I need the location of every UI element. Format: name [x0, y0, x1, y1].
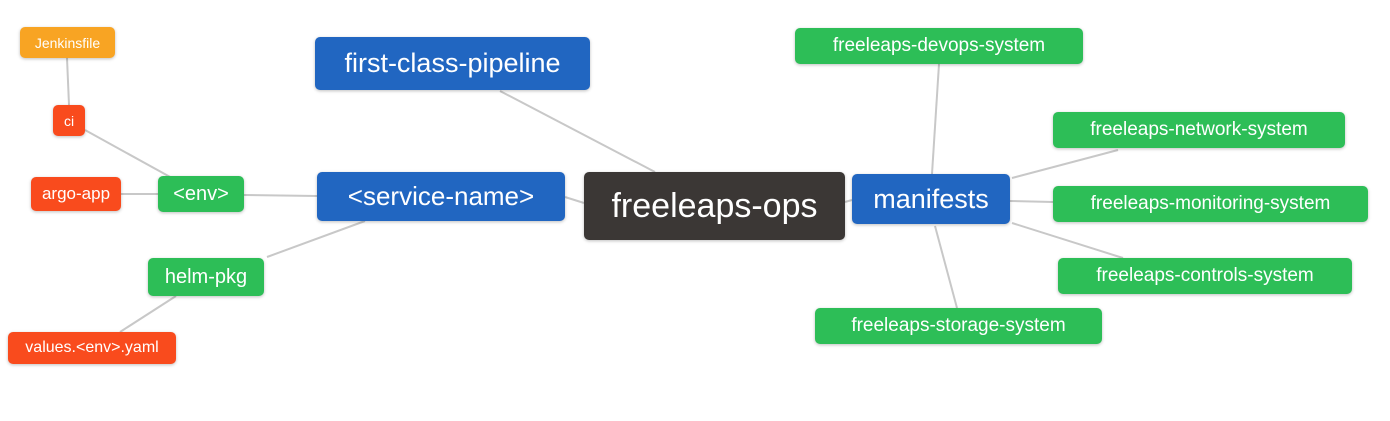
node-jenkinsfile[interactable]: Jenkinsfile [20, 27, 115, 58]
node-freeleaps-ops[interactable]: freeleaps-ops [584, 172, 845, 240]
node-values-env-yaml[interactable]: values.<env>.yaml [8, 332, 176, 364]
node-ci[interactable]: ci [53, 105, 85, 136]
node-argo-app[interactable]: argo-app [31, 177, 121, 211]
node-freeleaps-storage-system[interactable]: freeleaps-storage-system [815, 308, 1102, 344]
edge-manifests-controls-system [1011, 222, 1124, 259]
edge-jenkinsfile-ci [66, 57, 70, 106]
edge-manifests-devops-system [931, 63, 940, 175]
edge-manifests-network-system [1011, 149, 1119, 179]
node-first-class-pipeline[interactable]: first-class-pipeline [315, 37, 590, 90]
edge-service-name-helm-pkg [266, 220, 366, 258]
edge-first-class-pipeline-freeleaps-ops [499, 90, 656, 173]
node-env[interactable]: <env> [158, 176, 244, 212]
node-freeleaps-network-system[interactable]: freeleaps-network-system [1053, 112, 1345, 148]
edge-helm-pkg-values-env-yaml [119, 295, 177, 333]
node-manifests[interactable]: manifests [852, 174, 1010, 224]
edge-env-service-name [243, 194, 318, 197]
edge-service-name-freeleaps-ops [564, 196, 585, 204]
edge-manifests-monitoring-system [1009, 200, 1054, 203]
node-freeleaps-controls-system[interactable]: freeleaps-controls-system [1058, 258, 1352, 294]
edge-ci-env [84, 129, 173, 179]
node-service-name[interactable]: <service-name> [317, 172, 565, 221]
node-freeleaps-devops-system[interactable]: freeleaps-devops-system [795, 28, 1083, 64]
edge-freeleaps-ops-manifests [844, 199, 853, 203]
node-helm-pkg[interactable]: helm-pkg [148, 258, 264, 296]
edge-manifests-storage-system [934, 225, 958, 309]
node-freeleaps-monitoring-system[interactable]: freeleaps-monitoring-system [1053, 186, 1368, 222]
